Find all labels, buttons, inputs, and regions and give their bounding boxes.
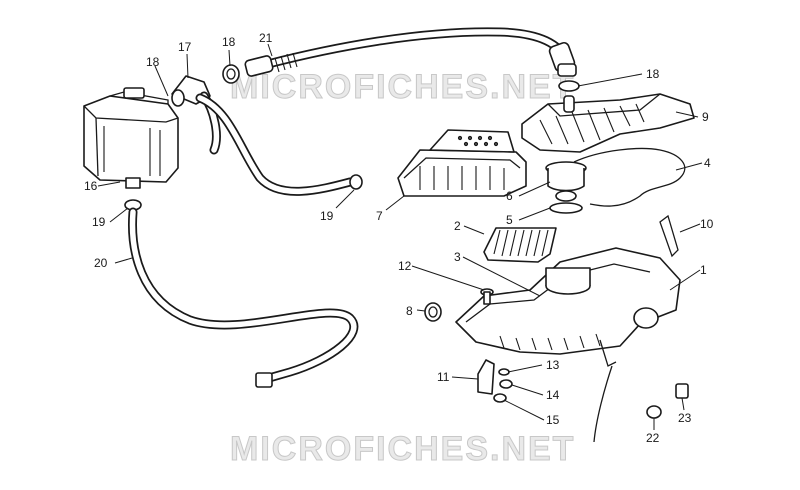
callout-10: 10 xyxy=(700,217,714,231)
callout-21: 21 xyxy=(259,31,273,45)
callout-18-right: 18 xyxy=(646,67,660,81)
callout-8: 8 xyxy=(406,304,413,318)
screw-15 xyxy=(493,393,507,403)
plug-22 xyxy=(646,405,662,419)
leader-lines xyxy=(97,43,703,430)
callout-22: 22 xyxy=(646,431,660,445)
hose-20 xyxy=(124,199,359,388)
callout-19-left: 19 xyxy=(92,215,106,229)
callout-15: 15 xyxy=(546,413,560,427)
callout-16: 16 xyxy=(84,179,98,193)
fitting-17 xyxy=(171,75,355,196)
upper-housing-9 xyxy=(521,93,695,153)
clamp-18-top xyxy=(222,64,240,84)
callout-13: 13 xyxy=(546,358,560,372)
clamp-19-right xyxy=(349,174,363,190)
callout-9: 9 xyxy=(702,110,709,124)
callout-labels: 1 2 3 4 5 6 7 8 9 10 11 12 13 14 15 16 1… xyxy=(84,31,714,445)
valve-6 xyxy=(545,161,587,202)
ring-8 xyxy=(424,302,442,322)
callout-18-left: 18 xyxy=(146,55,160,69)
callout-7: 7 xyxy=(376,209,383,223)
filter-cover-7 xyxy=(397,129,527,197)
callout-2: 2 xyxy=(454,219,461,233)
washer-14 xyxy=(499,379,513,389)
hose-21 xyxy=(244,27,577,77)
callout-11: 11 xyxy=(437,370,450,384)
bracket-11 xyxy=(477,359,495,395)
callout-4: 4 xyxy=(704,156,711,170)
callout-14: 14 xyxy=(546,388,560,402)
grommet-5 xyxy=(549,202,583,214)
gasket-4 xyxy=(573,147,686,207)
watermark-bottom: MICROFICHES.NET xyxy=(230,430,575,468)
callout-18-top: 18 xyxy=(222,35,236,49)
air-filter-2 xyxy=(483,227,557,263)
callout-5: 5 xyxy=(506,213,513,227)
screw-12 xyxy=(480,288,494,305)
cap-23 xyxy=(675,383,689,399)
main-housing-1 xyxy=(455,247,681,443)
washer-13 xyxy=(498,368,510,376)
callout-23: 23 xyxy=(678,411,692,425)
clip-10 xyxy=(659,214,679,258)
callout-3: 3 xyxy=(454,250,461,264)
clamp-18-right xyxy=(558,80,580,92)
watermark-top: MICROFICHES.NET xyxy=(230,68,575,106)
callout-6: 6 xyxy=(506,189,513,203)
callout-20: 20 xyxy=(94,256,108,270)
breather-tank-16 xyxy=(83,87,179,189)
callout-1: 1 xyxy=(700,263,707,277)
callout-17: 17 xyxy=(178,40,192,54)
callout-19-right: 19 xyxy=(320,209,334,223)
callout-12: 12 xyxy=(398,259,412,273)
